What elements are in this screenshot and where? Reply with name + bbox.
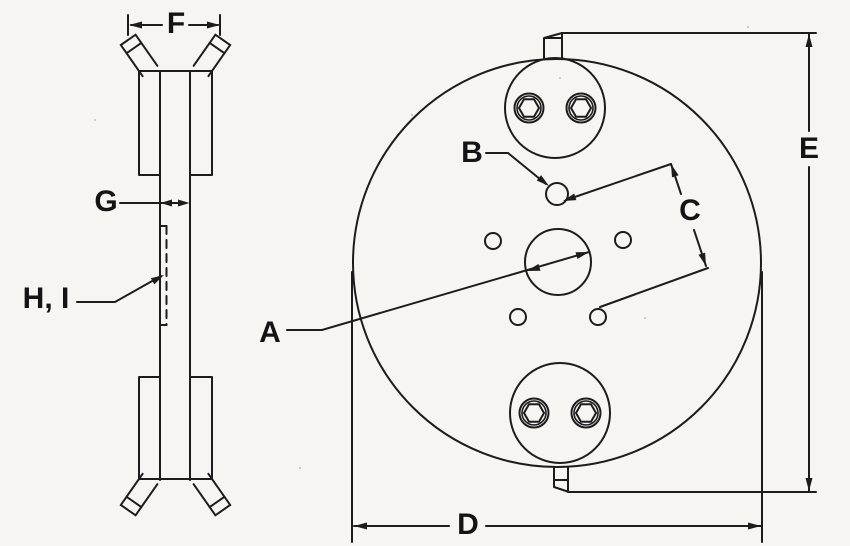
- dim-e-arrow-bottom: [805, 478, 813, 491]
- dim-a-arrow-left: [527, 263, 541, 271]
- top-right-tab-crease: [208, 41, 226, 55]
- bolt-hole-lower-right: [589, 308, 607, 326]
- bottom-right-tab-crease: [208, 495, 226, 509]
- dim-hi-leader: [76, 275, 164, 303]
- upper-hub-block: [138, 70, 213, 176]
- dim-c-arrow-to-hole: [563, 193, 577, 201]
- bottom-left-tab: [119, 472, 159, 517]
- hidden-slot: [159, 225, 168, 326]
- rim-tab-bottom-outline: [553, 466, 570, 493]
- label-g: G: [94, 185, 118, 218]
- rim-tab-top-outline: [543, 32, 563, 60]
- dim-f-arrow-left: [129, 21, 142, 29]
- dim-e: [561, 32, 817, 493]
- bottom-boss-circle: [509, 362, 611, 464]
- top-right-tab: [192, 33, 232, 78]
- bottom-bolt-left-hex-socket: [522, 403, 546, 423]
- label-f: F: [166, 7, 186, 40]
- label-d: D: [457, 508, 479, 541]
- dim-a: [286, 251, 590, 331]
- bottom-right-tab-outline: [192, 472, 232, 517]
- bottom-bolt-left-head: [518, 397, 550, 429]
- bottom-bolt-right-ring: [573, 400, 599, 426]
- speckle: [298, 466, 302, 470]
- speckle: [94, 119, 96, 121]
- bottom-left-tab-outline: [119, 472, 159, 517]
- dim-b-arrow: [536, 175, 549, 186]
- bottom-left-tab-crease: [125, 495, 143, 509]
- dim-c-extension-lower: [599, 267, 709, 308]
- dim-c: [563, 163, 709, 308]
- main-disc-circle: [352, 58, 762, 468]
- label-b: B: [461, 136, 483, 169]
- label-e: E: [798, 132, 820, 165]
- rim-tab-bottom: [553, 466, 570, 493]
- top-bolt-left-ring: [516, 95, 542, 121]
- top-bolt-left-hex-socket: [517, 98, 541, 118]
- dim-f: [127, 14, 221, 36]
- top-boss: [504, 57, 606, 159]
- center-plate-edges: [159, 70, 191, 481]
- dim-c-arrow-bottom: [698, 252, 706, 266]
- lower-block-right: [189, 376, 213, 480]
- bottom-bolt-right-head: [570, 397, 602, 429]
- bolt-hole-lower-left: [509, 308, 527, 326]
- upper-block-left: [138, 70, 161, 176]
- dim-d-arrow-left: [354, 522, 367, 530]
- top-bolt-left-head: [513, 92, 545, 124]
- dim-g-arrow-left: [160, 199, 172, 207]
- bottom-bolt-right-hex-socket: [574, 403, 598, 423]
- bottom-bolt-left-ring: [521, 400, 547, 426]
- side-view: [76, 14, 232, 517]
- top-left-tab-crease: [125, 41, 143, 55]
- speckle: [747, 26, 749, 28]
- front-view: [286, 32, 817, 543]
- dim-g-arrow-right: [178, 199, 190, 207]
- rim-tab-top: [543, 32, 563, 60]
- top-left-tab: [119, 33, 159, 78]
- center-bore: [524, 228, 592, 296]
- upper-block-right: [189, 70, 213, 176]
- dim-e-arrow-top: [805, 34, 813, 47]
- dim-e-extension-lines: [561, 32, 817, 493]
- dim-b-leader: [485, 152, 547, 185]
- label-h-i: H, I: [22, 282, 70, 315]
- dim-f-arrow-right: [207, 21, 220, 29]
- lower-block-left: [138, 376, 161, 480]
- top-boss-circle: [504, 57, 606, 159]
- pilot-hole-b: [545, 182, 569, 206]
- top-right-tab-outline: [192, 33, 232, 78]
- bottom-right-tab: [192, 472, 232, 517]
- dim-d-arrow-right: [748, 522, 761, 530]
- label-c: C: [679, 194, 701, 227]
- top-left-tab-outline: [119, 33, 159, 78]
- dim-b: [485, 152, 549, 186]
- dim-c-arrow-top: [671, 164, 679, 178]
- label-a: A: [259, 316, 281, 349]
- dim-d-extension-lines: [351, 271, 763, 543]
- top-bolt-right-hex-socket: [569, 98, 593, 118]
- dim-hi-arrow: [150, 275, 164, 285]
- speckle: [559, 77, 561, 79]
- speckle: [410, 113, 414, 117]
- bolt-hole-upper-left: [484, 232, 502, 250]
- bottom-boss: [509, 362, 611, 464]
- lower-hub-block: [138, 376, 213, 480]
- top-bolt-right-ring: [568, 95, 594, 121]
- scan-speckles: [94, 26, 749, 470]
- dim-d: [351, 271, 763, 543]
- dim-hi-leader-line: [76, 275, 162, 303]
- dim-a-arrow-right: [575, 252, 589, 259]
- dim-c-extension-upper: [565, 163, 672, 201]
- top-bolt-right-head: [565, 92, 597, 124]
- dim-g: [119, 199, 190, 207]
- speckle: [644, 317, 646, 319]
- dim-a-leader: [286, 251, 590, 331]
- bolt-hole-upper-right: [614, 231, 632, 249]
